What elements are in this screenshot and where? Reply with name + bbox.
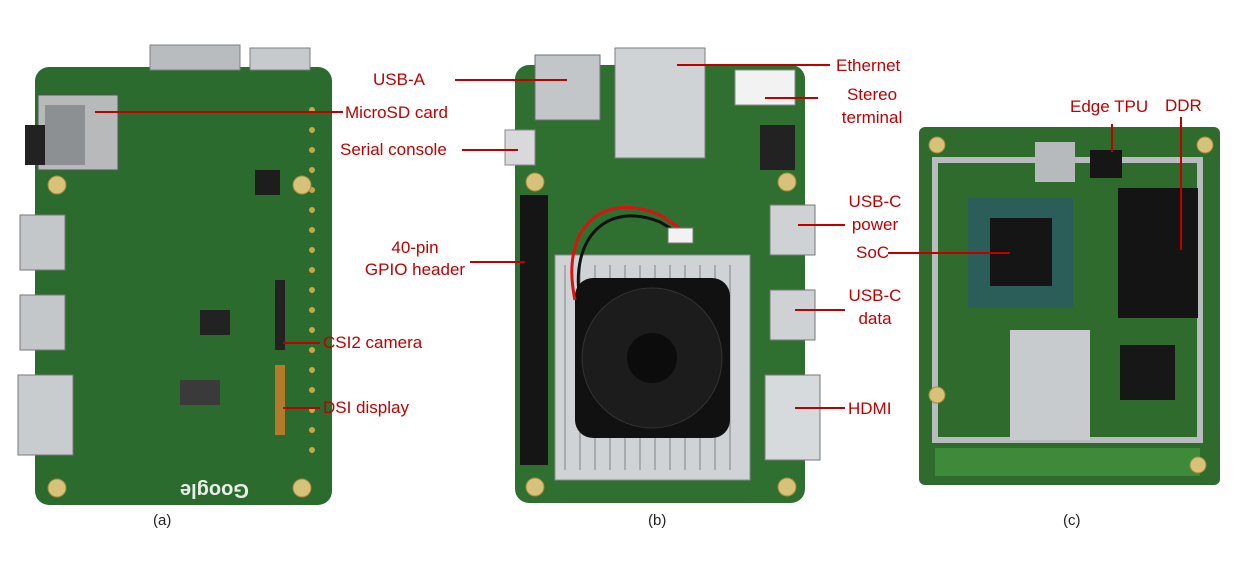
label-ddr: DDR	[1165, 96, 1202, 115]
label-edge-tpu: Edge TPU	[1070, 97, 1149, 116]
caption-c: (c)	[1063, 512, 1081, 529]
label-csi2-camera: CSI2 camera	[323, 333, 423, 352]
caption-a: (a)	[153, 512, 172, 529]
label-usbc-power-line2: power	[851, 215, 899, 234]
label-ethernet: Ethernet	[836, 56, 901, 75]
label-usbc-data-line2: data	[858, 309, 892, 328]
label-stereo-line2: terminal	[841, 108, 903, 127]
label-usbc-data-line1: USB-C	[848, 286, 902, 305]
label-gpio-line1: 40-pin	[391, 238, 439, 257]
label-hdmi: HDMI	[848, 399, 892, 418]
board-c	[919, 127, 1220, 485]
caption-b: (b)	[648, 512, 667, 529]
google-logo: Google	[180, 479, 249, 501]
label-dsi-display: DSI display	[323, 398, 409, 417]
label-microsd-card: MicroSD card	[345, 103, 448, 122]
board-a	[17, 44, 332, 505]
leader-lines	[95, 64, 1182, 409]
label-gpio-line2: GPIO header	[364, 260, 466, 279]
label-stereo-line1: Stereo	[846, 85, 898, 104]
label-serial-console: Serial console	[340, 140, 447, 159]
label-soc: SoC	[856, 243, 890, 262]
label-usb-a: USB-A	[373, 70, 425, 89]
label-usbc-power-line1: USB-C	[848, 192, 902, 211]
board-b	[504, 47, 821, 503]
